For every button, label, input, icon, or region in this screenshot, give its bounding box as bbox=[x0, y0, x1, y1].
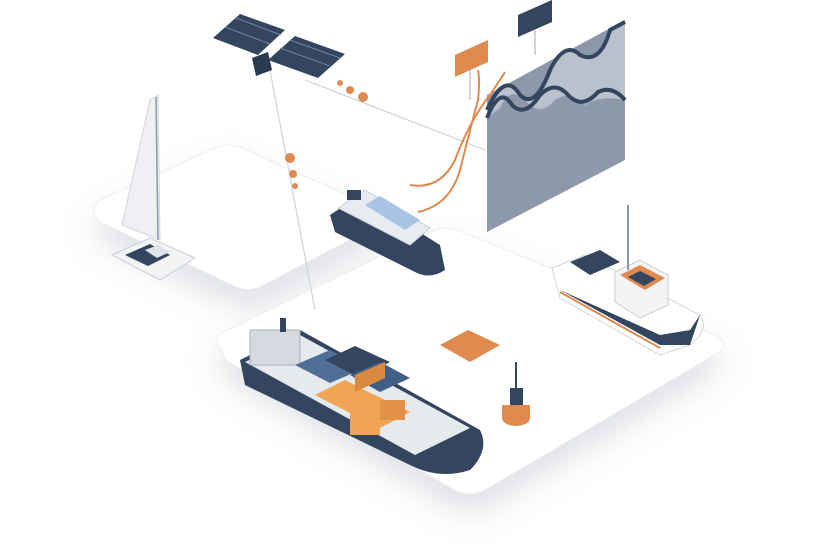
data-chart-panel bbox=[409, 0, 627, 232]
cruise-ship-icon bbox=[330, 189, 445, 276]
connection-lines bbox=[269, 69, 486, 311]
chart-flag-navy bbox=[518, 0, 552, 37]
fishing-vessel-icon bbox=[551, 205, 704, 356]
containers bbox=[295, 346, 410, 435]
landing-pad bbox=[440, 330, 500, 362]
signal-dots bbox=[285, 80, 368, 189]
container-ship-icon bbox=[240, 318, 484, 474]
sailboat-icon bbox=[110, 94, 197, 281]
chart-flag-orange bbox=[455, 40, 488, 77]
buoy-icon bbox=[502, 362, 530, 426]
satellite-icon bbox=[213, 14, 345, 78]
